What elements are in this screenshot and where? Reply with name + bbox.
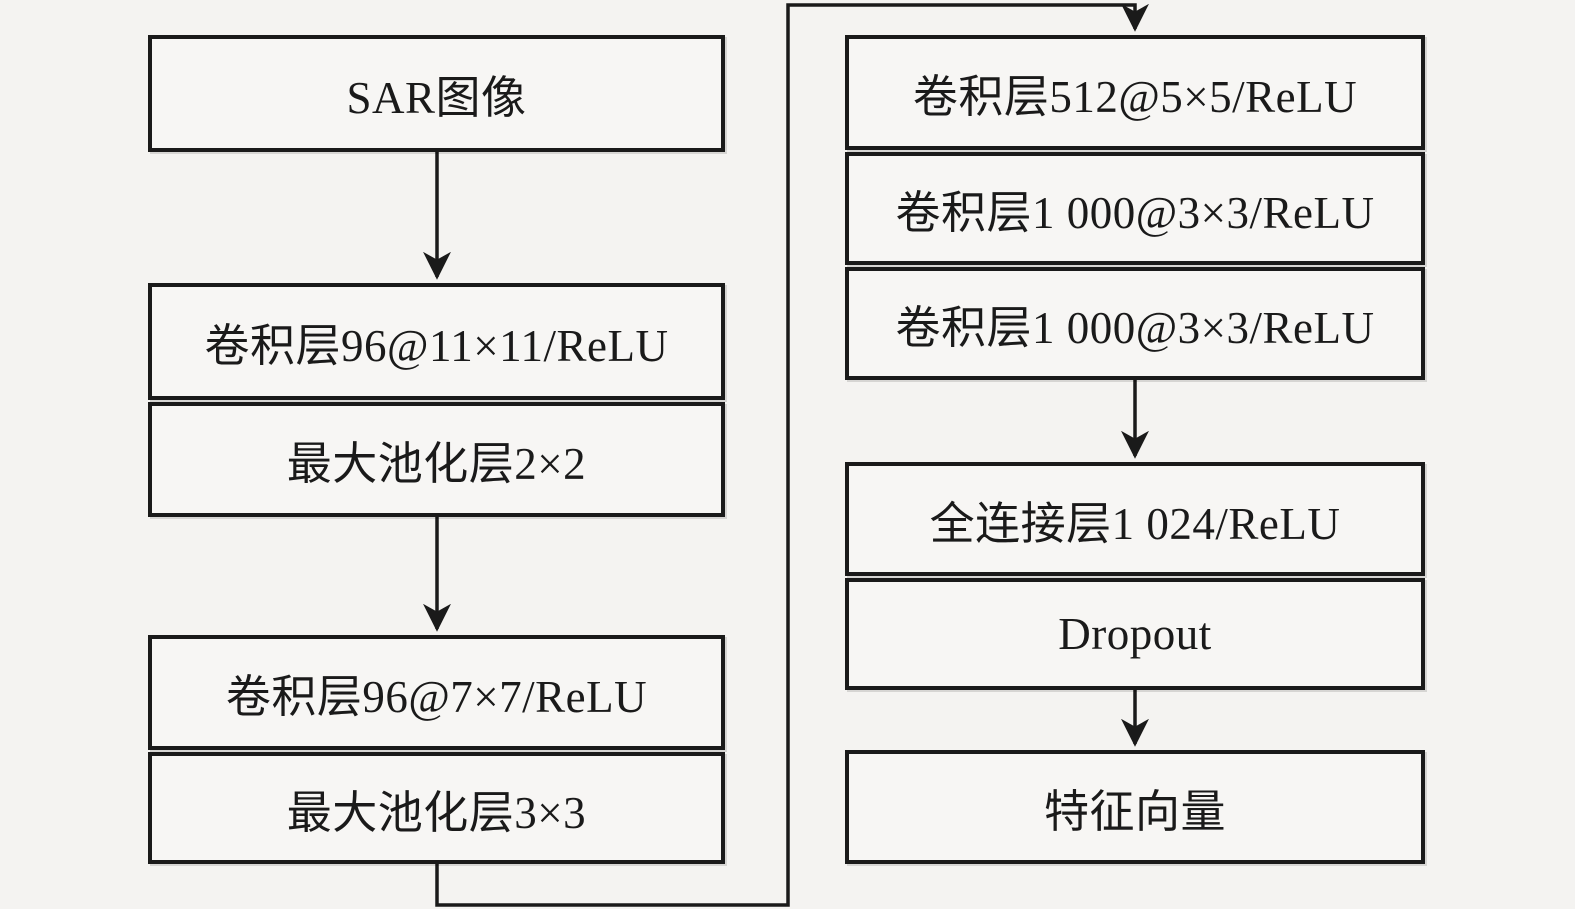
flow-box-maxpool-3x3: 最大池化层3×3: [148, 752, 725, 864]
flow-box-label: 卷积层1 000@3×3/ReLU: [895, 303, 1375, 353]
arrow-pool3-to-conv512: [435, 3, 1149, 907]
flow-box-label: 卷积层512@5×5/ReLU: [912, 72, 1358, 122]
flow-box-fc-1024: 全连接层1 024/ReLU: [845, 462, 1425, 576]
flow-box-label: 特征向量: [1043, 786, 1226, 837]
flow-box-conv-96-7: 卷积层96@7×7/ReLU: [148, 635, 725, 750]
flow-box-label: 最大池化层2×2: [286, 439, 587, 489]
flow-box-conv-1000-3-b: 卷积层1 000@3×3/ReLU: [845, 267, 1425, 380]
flow-box-feature-vector: 特征向量: [845, 750, 1425, 864]
flow-box-label: SAR图像: [346, 73, 527, 123]
flow-box-maxpool-2x2: 最大池化层2×2: [148, 402, 725, 517]
flow-box-label: 最大池化层3×3: [286, 787, 587, 838]
flow-box-label: 卷积层96@7×7/ReLU: [225, 672, 648, 722]
flow-box-conv-96-11: 卷积层96@11×11/ReLU: [148, 283, 725, 400]
flow-box-label: 卷积层96@11×11/ReLU: [204, 321, 669, 371]
flow-box-label: 全连接层1 024/ReLU: [929, 498, 1341, 549]
flow-box-sar-image: SAR图像: [148, 35, 725, 152]
flow-box-label: Dropout: [1058, 609, 1212, 659]
flow-box-conv-1000-3-a: 卷积层1 000@3×3/ReLU: [845, 152, 1425, 265]
flow-box-dropout: Dropout: [845, 578, 1425, 690]
flow-box-conv-512-5: 卷积层512@5×5/ReLU: [845, 35, 1425, 150]
flow-box-label: 卷积层1 000@3×3/ReLU: [895, 188, 1375, 238]
